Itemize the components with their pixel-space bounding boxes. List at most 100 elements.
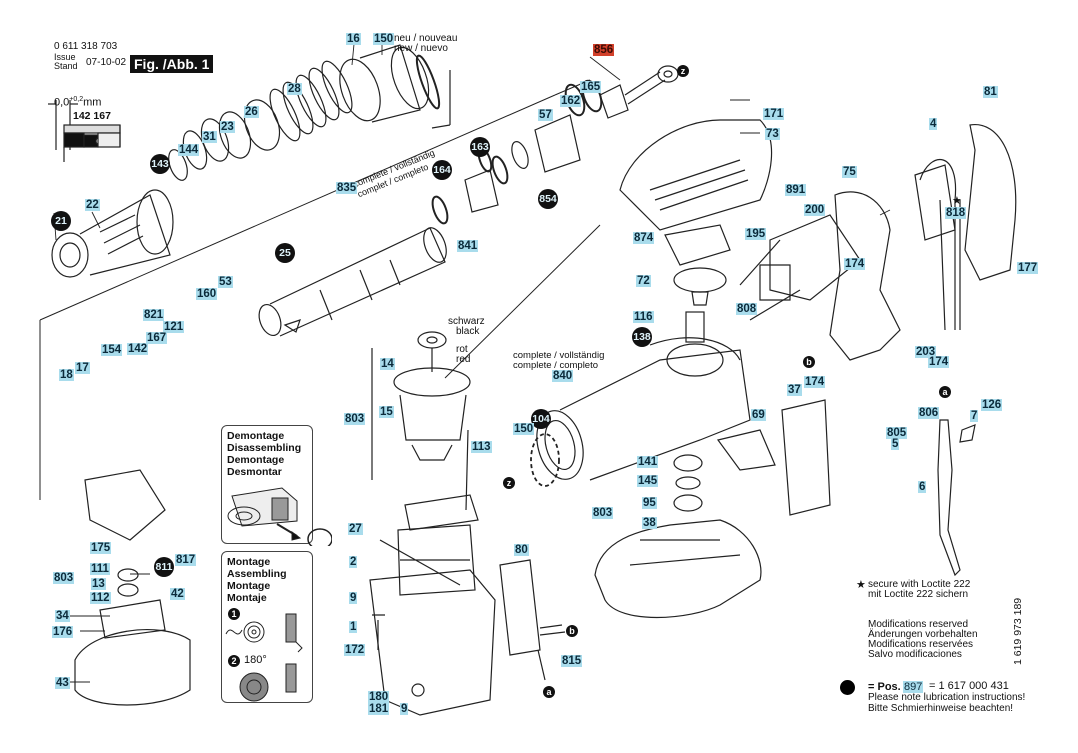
part-label-840[interactable]: 840: [552, 370, 574, 382]
part-label-162[interactable]: 162: [560, 95, 582, 107]
part-label-72[interactable]: 72: [636, 275, 651, 287]
schwarz-note: schwarz: [448, 316, 485, 327]
part-label-818[interactable]: 818: [945, 207, 967, 219]
part-label-43[interactable]: 43: [55, 677, 70, 689]
part-label-21[interactable]: 21: [51, 211, 71, 231]
part-label-95[interactable]: 95: [642, 497, 657, 509]
part-label-181[interactable]: 181: [368, 703, 390, 715]
part-label-18[interactable]: 18: [59, 369, 74, 381]
part-label-177[interactable]: 177: [1017, 262, 1039, 274]
part-label-803c[interactable]: 803: [53, 572, 75, 584]
part-label-138[interactable]: 138: [632, 327, 652, 347]
part-label-2[interactable]: 2: [349, 556, 358, 568]
part-label-164[interactable]: 164: [432, 160, 452, 180]
part-label-80[interactable]: 80: [514, 544, 529, 556]
part-label-815[interactable]: 815: [561, 655, 583, 667]
part-label-1[interactable]: 1: [349, 621, 358, 633]
part-label-172[interactable]: 172: [344, 644, 366, 656]
disassembly-box: Demontage Disassembling Demontage Desmon…: [221, 425, 332, 546]
part-label-4[interactable]: 4: [929, 118, 938, 130]
part-label-167[interactable]: 167: [146, 332, 168, 344]
part-label-174b[interactable]: 174: [804, 376, 826, 388]
part-label-5[interactable]: 5: [891, 438, 900, 450]
part-label-22[interactable]: 22: [85, 199, 100, 211]
part-label-31[interactable]: 31: [202, 131, 217, 143]
part-label-57[interactable]: 57: [538, 109, 553, 121]
part-label-171[interactable]: 171: [763, 108, 785, 120]
part-label-113[interactable]: 113: [471, 441, 492, 453]
part-label-9[interactable]: 9: [349, 592, 358, 604]
group-dividers: [39, 79, 601, 500]
part-label-174c[interactable]: 174: [928, 356, 950, 368]
part-label-154[interactable]: 154: [101, 344, 123, 356]
part-label-9b[interactable]: 9: [400, 703, 409, 715]
part-label-176[interactable]: 176: [52, 626, 74, 638]
top-cover: [619, 119, 773, 231]
part-label-111[interactable]: 111: [90, 563, 110, 575]
part-label-14[interactable]: 14: [380, 358, 395, 370]
power-cable: [937, 419, 976, 577]
part-label-75[interactable]: 75: [842, 166, 857, 178]
part-label-69[interactable]: 69: [751, 409, 766, 421]
part-label-803b[interactable]: 803: [592, 507, 614, 519]
part-label-841[interactable]: 841: [457, 240, 479, 252]
part-label-856[interactable]: 856: [593, 44, 615, 56]
part-label-145[interactable]: 145: [637, 475, 659, 487]
part-label-874[interactable]: 874: [633, 232, 655, 244]
part-label-817[interactable]: 817: [175, 554, 197, 566]
part-label-821[interactable]: 821: [143, 309, 165, 321]
part-label-27[interactable]: 27: [348, 523, 363, 535]
part-label-81[interactable]: 81: [983, 86, 998, 98]
lubrication-note-de: Bitte Schmierhinweise beachten!: [868, 703, 1014, 714]
part-label-803[interactable]: 803: [344, 413, 366, 425]
part-label-37[interactable]: 37: [787, 384, 802, 396]
assembly-box: Montage Assembling Montage Montaje 1 2 1…: [221, 551, 313, 703]
part-label-141[interactable]: 141: [637, 456, 659, 468]
part-label-811[interactable]: 811: [154, 557, 174, 577]
part-label-805[interactable]: 805: [886, 427, 908, 439]
part-label-121[interactable]: 121: [163, 321, 185, 333]
connector-ref-b2: b: [566, 625, 578, 637]
part-label-38[interactable]: 38: [642, 517, 657, 529]
part-label-143[interactable]: 143: [150, 154, 170, 174]
part-label-142[interactable]: 142: [127, 343, 149, 355]
part-label-15[interactable]: 15: [379, 406, 394, 418]
part-label-891[interactable]: 891: [785, 184, 807, 196]
part-label-175[interactable]: 175: [90, 542, 112, 554]
part-label-150b[interactable]: 150: [513, 423, 535, 435]
part-label-112[interactable]: 112: [90, 592, 111, 604]
part-label-34[interactable]: 34: [55, 610, 70, 622]
part-label-200[interactable]: 200: [804, 204, 826, 216]
part-label-16[interactable]: 16: [346, 33, 361, 45]
part-label-28[interactable]: 28: [287, 83, 302, 95]
part-label-42[interactable]: 42: [170, 588, 185, 600]
star-icon: ★: [856, 579, 866, 591]
part-label-144[interactable]: 144: [178, 144, 200, 156]
part-label-808[interactable]: 808: [736, 303, 758, 315]
part-label-23[interactable]: 23: [220, 121, 235, 133]
part-label-163[interactable]: 163: [470, 137, 490, 157]
part-label-126[interactable]: 126: [981, 399, 1003, 411]
part-label-6[interactable]: 6: [918, 481, 927, 493]
part-label-25[interactable]: 25: [275, 243, 295, 263]
part-label-116[interactable]: 116: [633, 311, 654, 323]
part-label-53[interactable]: 53: [218, 276, 233, 288]
part-label-174[interactable]: 174: [844, 258, 866, 270]
part-label-854[interactable]: 854: [538, 189, 558, 209]
part-label-73[interactable]: 73: [765, 128, 780, 140]
part-label-150[interactable]: 150: [373, 33, 395, 45]
part-label-104[interactable]: 104: [531, 409, 551, 429]
part-label-13[interactable]: 13: [91, 578, 106, 590]
part-label-7[interactable]: 7: [970, 410, 979, 422]
assembly-title-0: Montage: [227, 556, 271, 568]
part-label-160[interactable]: 160: [196, 288, 218, 300]
part-label-835[interactable]: 835: [336, 182, 358, 194]
part-label-26[interactable]: 26: [244, 106, 259, 118]
part-label-203[interactable]: 203: [915, 346, 937, 358]
part-label-806[interactable]: 806: [918, 407, 940, 419]
part-label-165[interactable]: 165: [580, 81, 602, 93]
part-label-17[interactable]: 17: [75, 362, 90, 374]
rot-note: rot: [456, 344, 468, 355]
part-label-195[interactable]: 195: [745, 228, 767, 240]
part-label-180[interactable]: 180: [368, 691, 390, 703]
